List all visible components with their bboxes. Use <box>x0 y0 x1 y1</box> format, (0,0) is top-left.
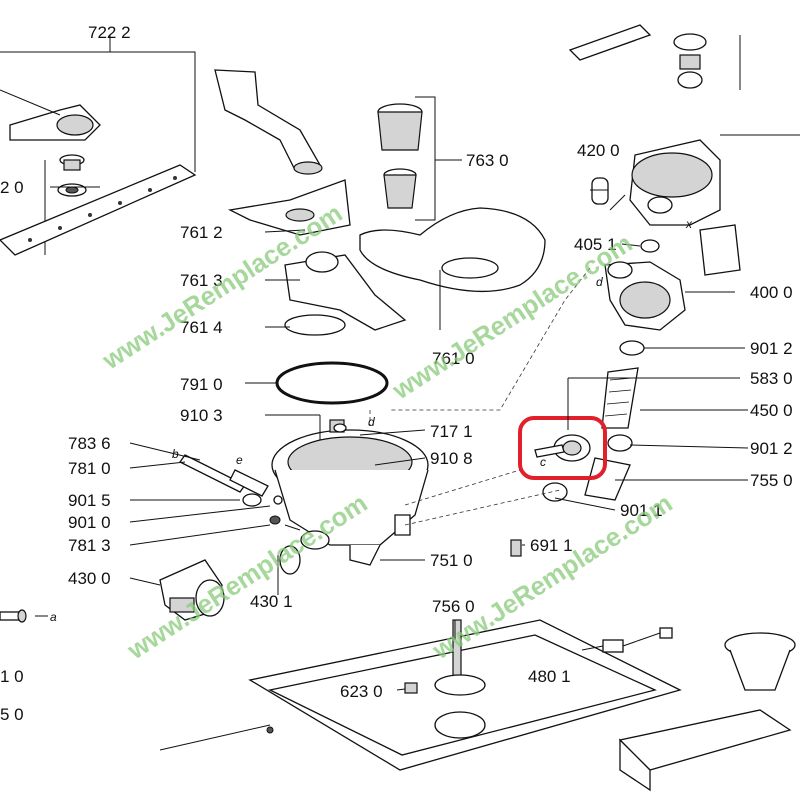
label-722-2: 722 2 <box>88 23 131 42</box>
label-d-1: d <box>368 415 375 429</box>
label-781-0: 781 0 <box>68 459 111 478</box>
label-a: a <box>50 610 57 624</box>
label-e: e <box>236 453 243 467</box>
label-763-0: 763 0 <box>466 151 509 170</box>
seal-ring <box>275 361 389 405</box>
sump-assembly <box>269 419 429 575</box>
label-430-1: 430 1 <box>250 592 293 611</box>
base-plate <box>159 619 796 792</box>
label-c: c <box>540 455 546 469</box>
label-901-0: 901 0 <box>68 513 111 532</box>
guide-lines <box>369 267 591 526</box>
label-583-0: 583 0 <box>750 369 793 388</box>
label-x: x <box>685 217 693 231</box>
label-901-2-b: 901 2 <box>750 439 793 458</box>
label-781-3: 781 3 <box>68 536 111 555</box>
label-761-2: 761 2 <box>180 223 223 242</box>
label-450-0: 450 0 <box>750 401 793 420</box>
label-910-8: 910 8 <box>430 449 473 468</box>
label-2-0: 2 0 <box>0 178 24 197</box>
label-1-0: 1 0 <box>0 667 24 686</box>
label-756-0: 756 0 <box>432 597 475 616</box>
label-430-0: 430 0 <box>68 569 111 588</box>
upper-spray-arm-assembly <box>0 35 197 256</box>
top-right-fittings <box>568 24 800 136</box>
label-400-0: 400 0 <box>750 283 793 302</box>
label-761-0: 761 0 <box>432 349 475 368</box>
label-691-1: 691 1 <box>530 536 573 555</box>
watermark: www.JeRemplace.com <box>121 488 372 666</box>
label-755-0: 755 0 <box>750 471 793 490</box>
drain-pipe-and-filters <box>214 69 462 221</box>
circulation-motor-parts <box>510 139 741 557</box>
label-420-0: 420 0 <box>577 141 620 160</box>
label-405-1: 405 1 <box>574 235 617 254</box>
label-910-3: 910 3 <box>180 406 223 425</box>
label-5-0: 5 0 <box>0 705 24 724</box>
filter-plate-parts <box>227 179 546 405</box>
label-d-2: d <box>596 275 603 289</box>
label-901-2-a: 901 2 <box>750 339 793 358</box>
leader-lines <box>35 186 749 691</box>
label-761-4: 761 4 <box>180 318 223 337</box>
label-b: b <box>172 447 179 461</box>
label-783-6: 783 6 <box>68 434 111 453</box>
label-901-1: 901 1 <box>620 501 663 520</box>
highlighted-component <box>518 378 607 480</box>
label-761-3: 761 3 <box>180 271 223 290</box>
part-labels: 722 2 763 0 420 0 2 0 761 2 405 1 761 3 … <box>0 23 793 724</box>
label-480-1: 480 1 <box>528 667 571 686</box>
left-small-parts <box>0 454 283 623</box>
label-751-0: 751 0 <box>430 551 473 570</box>
label-717-1: 717 1 <box>430 422 473 441</box>
label-901-5: 901 5 <box>68 491 111 510</box>
label-791-0: 791 0 <box>180 375 223 394</box>
label-623-0: 623 0 <box>340 682 383 701</box>
